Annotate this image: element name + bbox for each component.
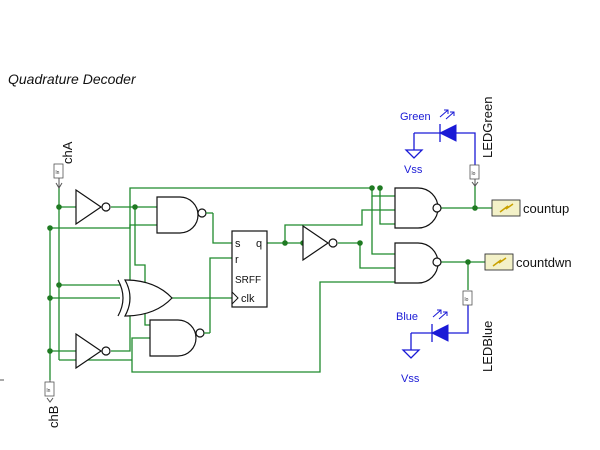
- svg-text:lo: lo: [465, 297, 469, 303]
- not-gate-3: [302, 224, 338, 262]
- and-gate-countdwn: [394, 242, 442, 284]
- vss-label-2: Vss: [401, 373, 420, 385]
- wires: [49, 185, 492, 380]
- input-cha-label: chA: [60, 141, 75, 164]
- led-blue-label: Blue: [396, 311, 418, 323]
- output-countdwn: countdwn: [484, 253, 572, 271]
- led-blue-name: LEDBlue: [480, 321, 495, 372]
- led-green-name: LEDGreen: [480, 97, 495, 158]
- output-countup-label: countup: [523, 201, 569, 216]
- svg-text:lo: lo: [472, 171, 476, 177]
- not-gate-2: [75, 332, 111, 370]
- diode-icon: [430, 324, 449, 342]
- nand-gate-1: [156, 196, 213, 234]
- srff-r-label: r: [235, 254, 239, 266]
- xor-gate: [117, 279, 173, 317]
- svg-text:ln: ln: [47, 388, 51, 394]
- output-countup: countup: [491, 199, 569, 217]
- probe-icon: [499, 203, 514, 213]
- svg-text:ln: ln: [56, 170, 60, 176]
- srff-q-label: q: [256, 238, 262, 250]
- and-gate-countup: [394, 187, 442, 229]
- diode-icon: [438, 124, 457, 142]
- input-chb-label: chB: [46, 406, 61, 428]
- sr-flipflop: s q r SRFF clk: [231, 230, 268, 308]
- clock-triangle-icon: [231, 291, 239, 305]
- input-chb: ln chB: [44, 380, 61, 428]
- srff-clk-label: clk: [241, 293, 255, 305]
- not-gate-1: [75, 188, 111, 226]
- input-cha: ln chA: [53, 141, 75, 189]
- nand-gate-2: [149, 319, 210, 357]
- led-green-label: Green: [400, 111, 431, 123]
- srff-name-label: SRFF: [235, 275, 261, 286]
- srff-s-label: s: [235, 238, 241, 250]
- vss-label-1: Vss: [404, 164, 423, 176]
- output-countdwn-label: countdwn: [516, 255, 572, 270]
- probe-icon: [492, 257, 507, 267]
- led-blue: Vss Blue lo LEDBlue: [396, 290, 495, 385]
- diagram-title: Quadrature Decoder: [8, 71, 137, 87]
- led-green: Vss Green lo LEDGreen: [400, 97, 495, 187]
